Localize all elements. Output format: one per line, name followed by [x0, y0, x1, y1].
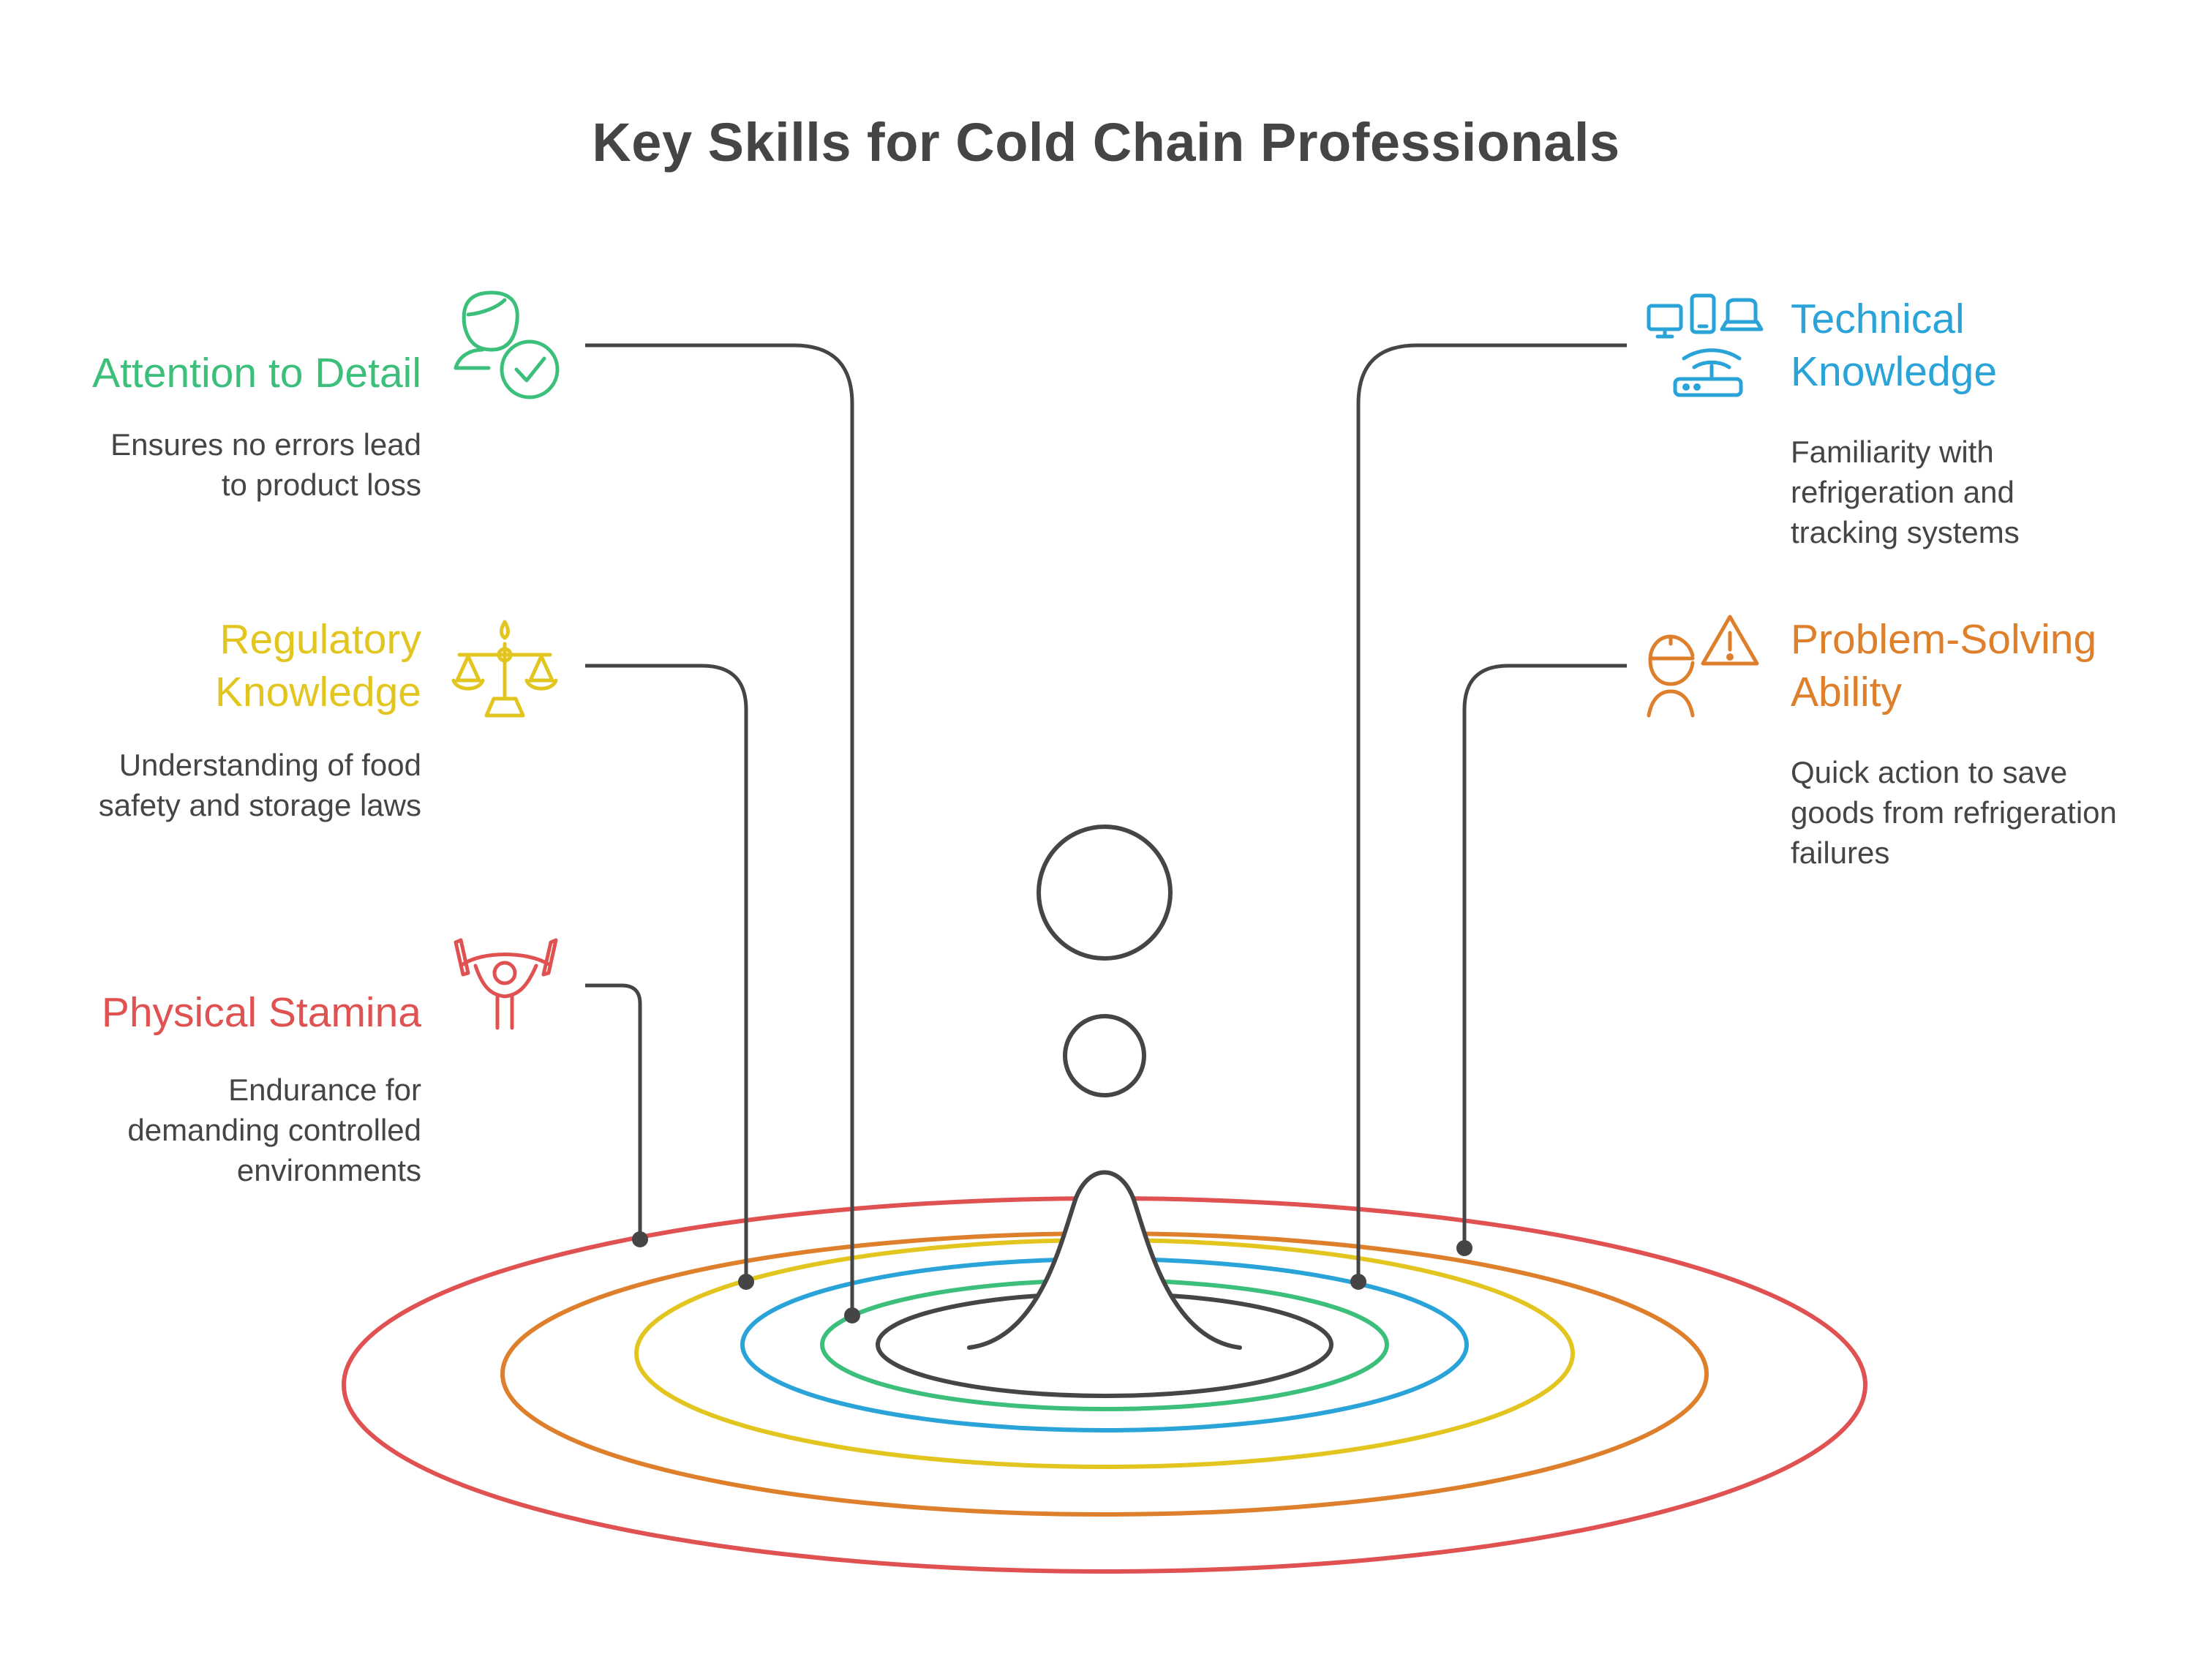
connector-dot-technical [1350, 1274, 1366, 1290]
person-check-icon [454, 290, 560, 399]
skill-heading-physical-stamina: Physical Stamina [101, 989, 421, 1036]
scales-icon [451, 620, 558, 718]
connector-regulatory [585, 664, 748, 1282]
connector-dot-regulatory [738, 1274, 754, 1290]
connector-physical [585, 983, 642, 1239]
skill-description-physical-stamina: Endurance for demanding controlled envir… [127, 1073, 421, 1187]
skill-heading-regulatory-knowledge: Regulatory Knowledge [214, 616, 421, 716]
diagram-title: Key Skills for Cold Chain Professionals [592, 112, 1620, 173]
skill-description-attention-to-detail: Ensures no errors lead to product loss [110, 427, 421, 502]
connector-attention [585, 343, 854, 1315]
connector-problem-solving [1462, 664, 1627, 1248]
person-warning-icon [1647, 615, 1759, 718]
skill-description-technical-knowledge: Familiarity with refrigeration and track… [1791, 435, 2020, 549]
skill-heading-problem-solving-ability: Problem-Solving Ability [1791, 616, 2097, 716]
connector-dot-problem-solving [1456, 1240, 1472, 1256]
large-droplet [1037, 825, 1173, 961]
skill-heading-attention-to-detail: Attention to Detail [92, 350, 421, 397]
skill-heading-technical-knowledge: Technical Knowledge [1791, 296, 1998, 395]
devices-router-icon [1647, 293, 1764, 397]
connector-technical [1356, 343, 1627, 1282]
skill-description-regulatory-knowledge: Understanding of food safety and storage… [98, 748, 421, 822]
small-droplet [1063, 1014, 1146, 1097]
splash-column [967, 1170, 1242, 1350]
connector-dot-attention [844, 1307, 860, 1323]
connector-dot-physical [632, 1231, 648, 1247]
skill-description-problem-solving-ability: Quick action to save goods from refriger… [1791, 755, 2117, 870]
weightlifter-icon [454, 938, 558, 1030]
